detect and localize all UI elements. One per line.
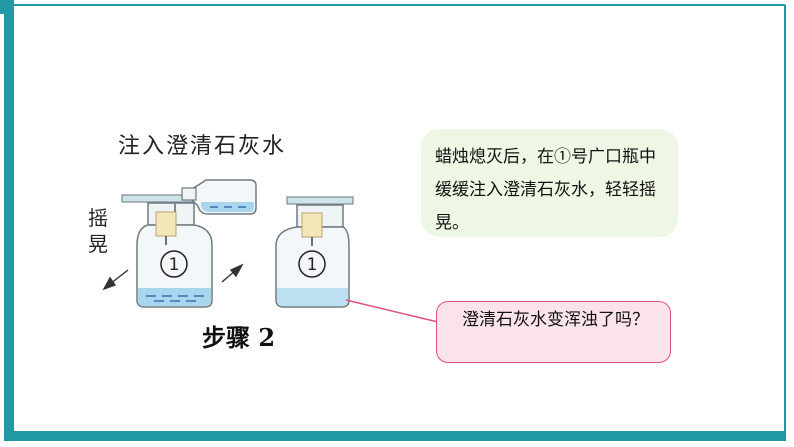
shake-label: 摇晃 [88,206,108,256]
candle-left [155,211,177,237]
limewater-left [138,288,211,306]
svg-text:1: 1 [169,255,180,275]
jar-body-left [136,224,213,308]
svg-text:1: 1 [307,255,318,275]
limewater-right [277,288,348,306]
frame-bottom-bar [4,431,786,441]
pouring-bottle [181,179,257,215]
instruction-bubble: 蜡烛熄灭后，在①号广口瓶中缓缓注入澄清石灰水，轻轻摇晃。 [421,129,678,237]
jar-left: 1 [121,194,217,308]
shake-arrows [102,263,244,291]
step-label: 步骤 2 [202,323,276,352]
jar-number-left [160,250,188,278]
illustration-title: 注入澄清石灰水 [118,134,287,159]
jar-right: 1 [275,196,354,308]
jar-number-right [298,250,326,278]
frame-left-bar [4,4,14,441]
question-bubble: 澄清石灰水变浑浊了吗？ [436,301,671,363]
callout-pointer [345,299,439,323]
